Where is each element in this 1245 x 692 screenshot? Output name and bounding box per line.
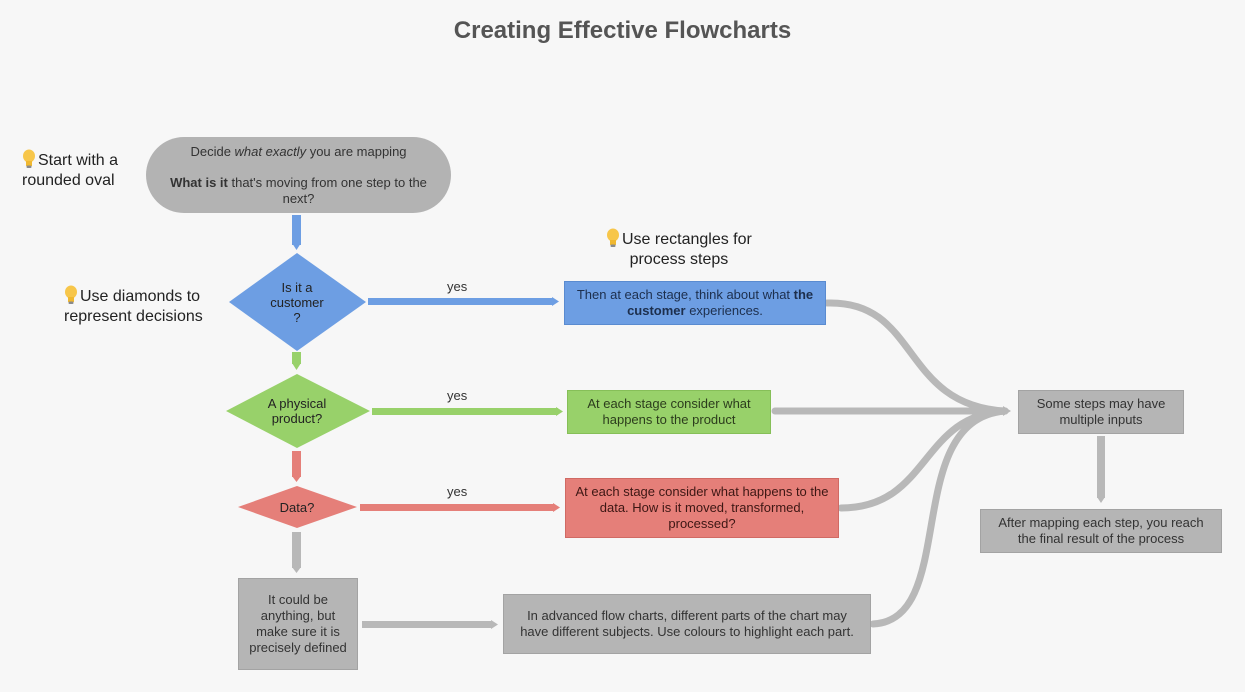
decision-data-label: Data? bbox=[279, 500, 315, 515]
arrow-yes-product bbox=[372, 408, 558, 415]
arrow-anything-head bbox=[491, 620, 498, 629]
lightbulb-icon bbox=[607, 228, 619, 247]
decision-customer-label: Is it a customer ? bbox=[270, 279, 324, 325]
tip-oval-line2: rounded oval bbox=[22, 172, 115, 189]
connector-product-arrowhead bbox=[292, 476, 301, 482]
decision-product-shape bbox=[226, 374, 370, 448]
step-final-result: After mapping each step, you reach the f… bbox=[980, 509, 1222, 553]
yes-label-customer: yes bbox=[447, 279, 468, 294]
lightbulb-icon bbox=[23, 149, 35, 168]
arrow-yes-customer bbox=[368, 298, 552, 305]
arrow-yes-data-head bbox=[553, 503, 560, 512]
tip-diamonds-line1: Use diamonds to bbox=[80, 288, 201, 305]
connector-customer-arrowhead bbox=[292, 363, 301, 370]
tip-rectangles-line2: process steps bbox=[629, 251, 729, 268]
tip-oval: Start with a rounded oval bbox=[22, 149, 118, 191]
decision-data-shape bbox=[238, 486, 357, 528]
step-anything: It could be anything, but make sure it i… bbox=[238, 578, 358, 670]
tip-rectangles-line1: Use rectangles for bbox=[622, 231, 752, 248]
decision-product-label: A physical product? bbox=[267, 396, 327, 426]
connector-start-arrowhead bbox=[292, 243, 301, 250]
start-oval-line1: Decide what exactly you are mapping bbox=[190, 143, 407, 159]
step-customer: Then at each stage, think about what the… bbox=[564, 281, 826, 325]
step-multiple-inputs: Some steps may have multiple inputs bbox=[1018, 390, 1184, 434]
start-oval-line2: What is it that's moving from one step t… bbox=[170, 174, 427, 206]
tip-diamonds: Use diamonds to represent decisions bbox=[64, 285, 203, 327]
step-data: At each stage consider what happens to t… bbox=[565, 478, 839, 538]
tip-rectangles: Use rectangles for process steps bbox=[606, 228, 752, 270]
yes-label-data: yes bbox=[447, 484, 468, 499]
tip-diamonds-line2: represent decisions bbox=[64, 308, 203, 325]
connector-inputs-to-final bbox=[1097, 436, 1105, 498]
page-title: Creating Effective Flowcharts bbox=[453, 17, 792, 44]
arrow-yes-data bbox=[360, 504, 554, 511]
connector-data-to-anything bbox=[292, 532, 301, 568]
arrow-anything-to-advanced bbox=[362, 621, 492, 628]
yes-label-product: yes bbox=[447, 388, 468, 403]
arrow-yes-product-head bbox=[556, 407, 563, 416]
lightbulb-icon bbox=[65, 285, 77, 304]
connector-start-to-customer bbox=[292, 215, 301, 245]
decision-customer-shape bbox=[229, 253, 366, 351]
curve-customer-to-inputs bbox=[823, 299, 1009, 415]
connector-product-to-data bbox=[292, 451, 301, 477]
curve-data-to-inputs bbox=[837, 407, 1009, 512]
connector-inputs-final-head bbox=[1097, 497, 1105, 503]
start-oval: Decide what exactly you are mapping What… bbox=[146, 137, 451, 213]
connector-data-arrowhead bbox=[292, 567, 301, 573]
connector-customer-to-product bbox=[292, 352, 301, 364]
tip-oval-line1: Start with a bbox=[38, 152, 119, 169]
curve-advanced-to-inputs bbox=[869, 407, 1009, 628]
arrow-inputs-head bbox=[1003, 406, 1011, 416]
step-advanced: In advanced flow charts, different parts… bbox=[503, 594, 871, 654]
step-product: At each stage consider what happens to t… bbox=[567, 390, 771, 434]
arrow-yes-customer-head bbox=[552, 297, 559, 306]
